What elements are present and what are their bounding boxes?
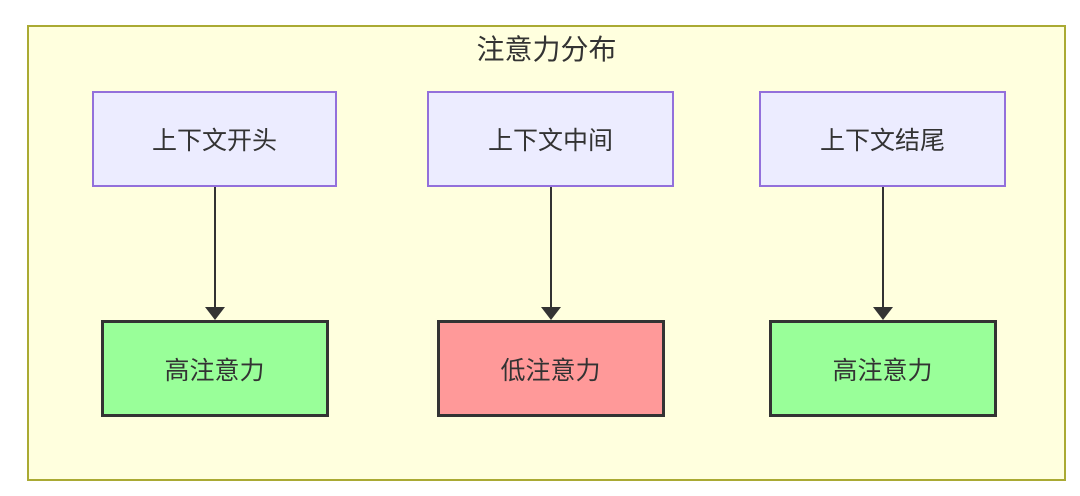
attention-node: 高注意力 bbox=[768, 320, 997, 417]
context-node-label: 上下文开头 bbox=[151, 127, 277, 155]
context-node: 上下文开头 bbox=[92, 91, 337, 187]
attention-node-label: 低注意力 bbox=[500, 356, 601, 385]
attention-node-label: 高注意力 bbox=[164, 356, 265, 385]
arrow-down bbox=[540, 187, 562, 320]
attention-distribution-subgraph: 注意力分布 上下文开头 高注意力 上下文中间 低注意力 上下文结尾 bbox=[27, 25, 1066, 481]
arrowhead-icon bbox=[540, 307, 561, 320]
context-node: 上下文结尾 bbox=[759, 91, 1006, 187]
arrow-line bbox=[881, 187, 884, 309]
attention-node: 高注意力 bbox=[100, 320, 329, 417]
arrow-line bbox=[549, 187, 552, 309]
arrowhead-icon bbox=[204, 307, 225, 320]
attention-node-label: 高注意力 bbox=[832, 356, 933, 385]
arrowhead-icon bbox=[872, 307, 893, 320]
diagram-title: 注意力分布 bbox=[476, 34, 617, 65]
arrow-down bbox=[872, 187, 894, 320]
context-node: 上下文中间 bbox=[427, 91, 674, 187]
flow-column: 上下文结尾 高注意力 bbox=[759, 91, 1006, 417]
arrow-line bbox=[213, 187, 216, 309]
flow-columns: 上下文开头 高注意力 上下文中间 低注意力 上下文结尾 高注意力 bbox=[29, 27, 1064, 479]
flow-column: 上下文中间 低注意力 bbox=[427, 91, 674, 417]
attention-node: 低注意力 bbox=[436, 320, 665, 417]
context-node-label: 上下文中间 bbox=[487, 127, 613, 155]
context-node-label: 上下文结尾 bbox=[819, 127, 945, 155]
arrow-down bbox=[204, 187, 226, 320]
flow-column: 上下文开头 高注意力 bbox=[92, 91, 337, 417]
